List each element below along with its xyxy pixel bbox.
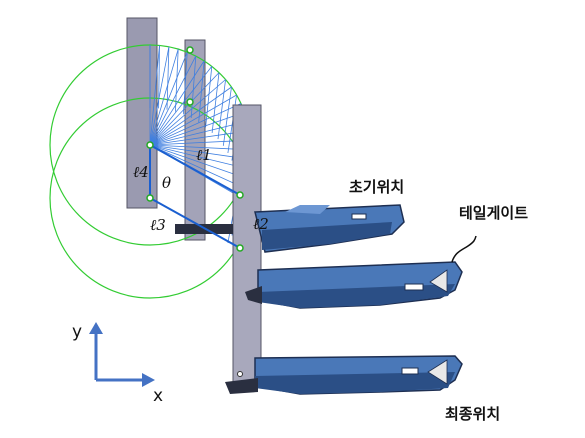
pivot-points — [146, 46, 244, 252]
sweep-line — [205, 66, 213, 128]
link-l3 — [149, 197, 241, 249]
sweep-line — [149, 144, 248, 169]
sweep-line — [149, 60, 205, 146]
sweep-line — [149, 103, 242, 146]
sweep-line — [166, 46, 170, 110]
sweep-line — [149, 94, 237, 146]
axis-x-arrowhead — [142, 373, 155, 387]
sweep-line — [149, 48, 179, 146]
link-members — [149, 144, 241, 249]
link-l1-label: ℓ1 — [196, 146, 212, 164]
link-l2-label: ℓ2 — [253, 215, 269, 233]
sweep-line — [149, 121, 248, 146]
axis-y-arrowhead — [89, 322, 103, 334]
tailgate-label: 테일게이트 — [459, 204, 529, 222]
link-l4-label: ℓ4 — [133, 163, 149, 181]
sweep-line — [149, 72, 220, 146]
theta-label: θ — [162, 174, 172, 192]
pivot-e — [186, 98, 194, 106]
sweep-line — [149, 86, 232, 146]
back-link-plate — [126, 17, 158, 209]
sweep-line — [149, 66, 213, 146]
pivot-a — [146, 141, 154, 149]
final-position-label: 최종위치 — [445, 405, 501, 423]
sweep-line — [190, 56, 197, 119]
pivot-top — [186, 46, 194, 54]
tailgate-final — [225, 355, 463, 395]
axis-indicator — [89, 322, 155, 387]
support-column — [232, 104, 262, 386]
axis-x-label: x — [153, 386, 164, 406]
link-l1 — [149, 144, 241, 196]
axis-y-label: y — [72, 322, 83, 342]
sweep-line — [149, 52, 188, 146]
tailgate-initial — [254, 204, 405, 253]
link-l3-label: ℓ3 — [150, 216, 166, 234]
initial-position-label: 초기위치 — [349, 178, 405, 196]
sweep-line — [149, 144, 245, 179]
tailgate-middle — [245, 261, 463, 309]
sweep-line — [217, 79, 226, 140]
pivot-b — [146, 194, 154, 202]
column-pivot — [237, 371, 243, 377]
sweep-line — [149, 55, 197, 146]
sweep-line — [149, 45, 160, 146]
sweep-line — [149, 111, 245, 146]
sweep-line — [149, 144, 242, 187]
sweep-line — [222, 86, 232, 146]
pivot-d — [236, 244, 244, 252]
pivot-c — [236, 191, 244, 199]
sweep-line — [175, 49, 179, 112]
tailgate-callout-line — [451, 235, 477, 263]
sweep-line — [149, 79, 226, 146]
sweep-line — [149, 46, 170, 146]
sweep-line — [183, 52, 188, 115]
